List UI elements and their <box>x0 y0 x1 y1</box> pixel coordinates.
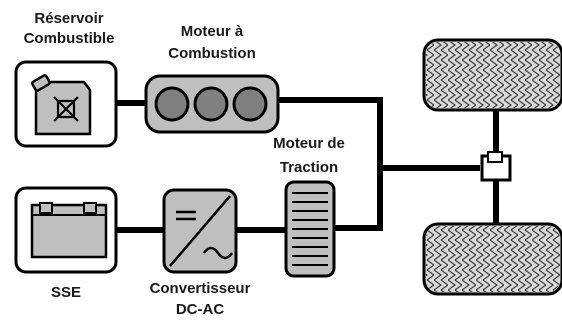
battery-label: SSE <box>51 284 81 301</box>
traction-motor-block: Moteur de Traction <box>273 135 345 278</box>
traction-motor-label-line2: Traction <box>280 159 338 176</box>
converter-label-line1: Convertisseur <box>150 280 251 297</box>
motor-fins-icon <box>292 192 328 266</box>
battery-block: SSE <box>14 186 118 301</box>
dc-ac-symbol-icon <box>169 195 234 267</box>
fuel-tank-block: Réservoir Combustible <box>14 10 118 148</box>
differential-block <box>480 151 512 182</box>
engine-label-line1: Moteur à <box>181 23 244 40</box>
engine-label-line2: Combustion <box>168 45 256 62</box>
fuel-tank-label-line1: Réservoir <box>34 10 103 27</box>
cylinder-2 <box>193 86 229 122</box>
cylinder-3 <box>232 86 268 122</box>
wheel-bottom <box>422 222 562 296</box>
combustion-engine-block: Moteur à Combustion <box>144 23 280 134</box>
cylinder-1 <box>154 86 190 122</box>
battery-icon <box>30 202 108 259</box>
fuel-can-icon <box>31 74 92 136</box>
traction-motor-label-line1: Moteur de <box>273 135 345 152</box>
converter-label-line2: DC-AC <box>176 301 224 318</box>
fuel-tank-label-line2: Combustible <box>24 30 115 47</box>
wheel-top <box>422 38 562 112</box>
engine-axle-link <box>278 97 480 171</box>
converter-block: Convertisseur DC-AC <box>150 188 251 318</box>
motor-junction-link <box>334 166 383 231</box>
